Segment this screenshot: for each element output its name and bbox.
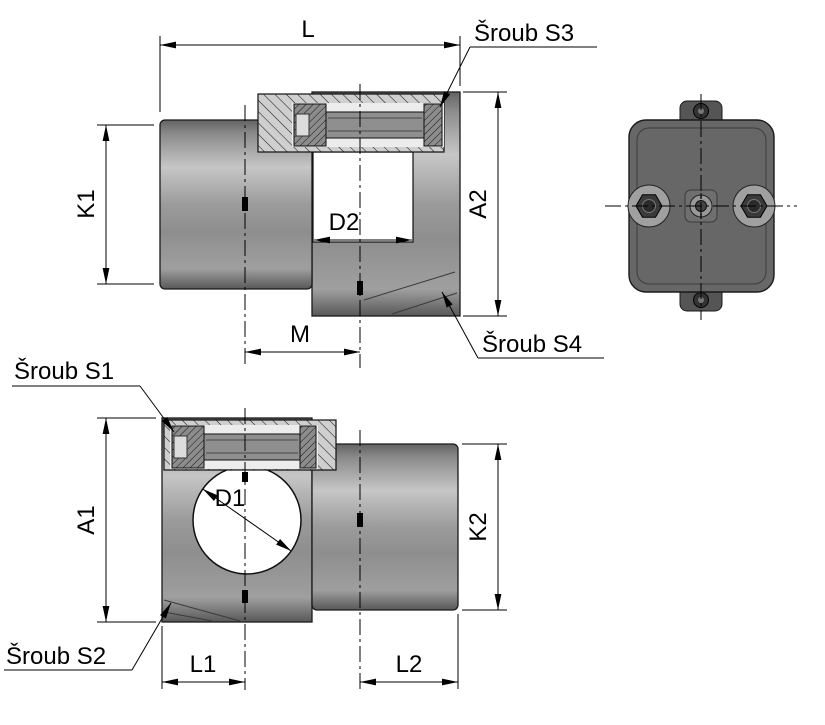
- dimension-D2: D2: [314, 209, 412, 244]
- dim-label-D2: D2: [329, 209, 360, 236]
- dim-label-M: M: [290, 321, 310, 348]
- dimension-K1: K1: [73, 124, 154, 285]
- callout-label-s4: Šroub S4: [482, 330, 582, 358]
- leader-line: [139, 385, 175, 433]
- upper-section-view: [159, 84, 461, 368]
- leader-line: [131, 602, 172, 671]
- dimension-M: M: [245, 321, 360, 356]
- upper-screw-socket: [295, 113, 310, 137]
- dimension-A1: A1: [73, 417, 156, 623]
- dim-label-L: L: [301, 16, 314, 43]
- upper-screw-nut: [423, 103, 443, 147]
- dim-label-A1: A1: [73, 505, 100, 534]
- dimension-K2: K2: [462, 443, 507, 611]
- slit-gap-marker: [242, 197, 248, 211]
- lower-section-view: [161, 408, 459, 690]
- leader-line: [441, 291, 479, 359]
- callout-sroub-s3: Šroub S3: [439, 19, 597, 108]
- callout-sroub-s2: Šroub S2: [4, 602, 172, 671]
- cone-edge-line: [163, 611, 213, 622]
- lower-screw-shaft: [203, 433, 301, 461]
- screw-callouts: Šroub S3 Šroub S4 Šroub S1 Šroub S2: [4, 19, 604, 671]
- diameter-line: [202, 488, 292, 552]
- dim-label-L1: L1: [190, 651, 217, 678]
- cone-edge-line: [163, 599, 241, 622]
- callout-label-s1: Šroub S1: [14, 357, 114, 385]
- dim-label-K2: K2: [465, 512, 492, 541]
- slit-gap-marker: [242, 590, 248, 603]
- upper-left-hub: [159, 119, 313, 290]
- dimension-A2: A2: [463, 91, 507, 317]
- cone-edge-line: [363, 271, 456, 301]
- callout-label-s2: Šroub S2: [6, 642, 106, 670]
- bottom-screw-end-dot: [698, 297, 704, 303]
- top-screw-end-dot: [698, 108, 704, 114]
- dimension-L: L: [159, 16, 461, 112]
- upper-screw-shaft: [325, 111, 425, 139]
- lower-screw-socket: [173, 435, 188, 459]
- callout-label-s3: Šroub S3: [474, 19, 574, 47]
- dimension-L2: L2: [360, 614, 459, 689]
- callout-sroub-s4: Šroub S4: [441, 291, 604, 359]
- dimension-D1: D1: [202, 485, 292, 552]
- dim-label-D1: D1: [215, 485, 246, 512]
- dim-label-A2: A2: [465, 189, 492, 218]
- dimension-annotations: L K1 A2 D2 M A1: [73, 16, 507, 689]
- dim-label-K1: K1: [73, 189, 100, 218]
- callout-sroub-s1: Šroub S1: [12, 357, 175, 433]
- lower-screw-nut: [299, 425, 317, 469]
- leader-line: [439, 46, 471, 108]
- lower-right-hub: [311, 443, 459, 611]
- dimension-L1: L1: [161, 626, 245, 689]
- end-view: [605, 94, 797, 320]
- dim-label-L2: L2: [396, 651, 423, 678]
